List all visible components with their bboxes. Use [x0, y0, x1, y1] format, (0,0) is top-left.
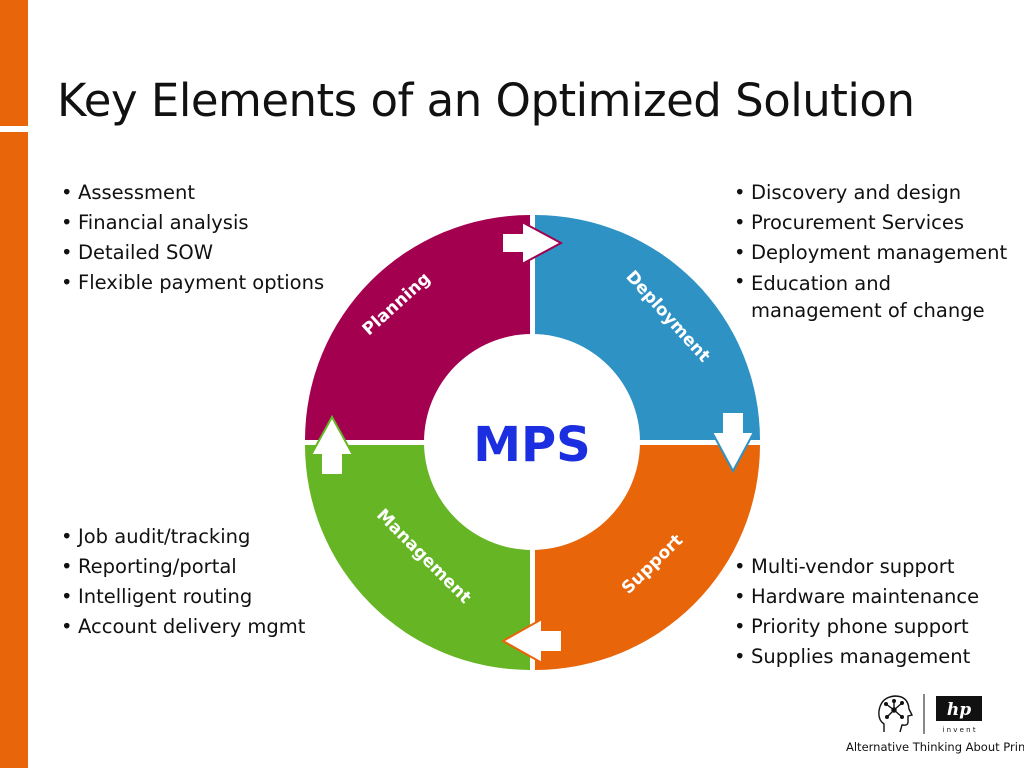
list-item: Discovery and design: [731, 178, 1016, 208]
list-item: Multi-vendor support: [731, 552, 979, 582]
footer-logos: hp i n v e n t: [878, 694, 982, 734]
list-item: Job audit/tracking: [58, 522, 305, 552]
accent-bar-bottom: [0, 132, 28, 768]
list-item: Education and management of change: [731, 268, 1016, 324]
list-item: Procurement Services: [731, 208, 1016, 238]
deployment-bullet-list: Discovery and design Procurement Service…: [731, 178, 1016, 324]
footer-tagline: Alternative Thinking About Printing: [846, 740, 1024, 754]
arrow-left-icon: [500, 617, 563, 665]
list-item: Priority phone support: [731, 612, 979, 642]
list-item: Supplies management: [731, 642, 979, 672]
arrow-down-icon: [710, 411, 756, 474]
list-item: Financial analysis: [58, 208, 324, 238]
list-item: Hardware maintenance: [731, 582, 979, 612]
list-item: Intelligent routing: [58, 582, 305, 612]
accent-bar-top: [0, 0, 28, 126]
slide-title: Key Elements of an Optimized Solution: [57, 74, 915, 127]
planning-bullet-list: Assessment Financial analysis Detailed S…: [58, 178, 324, 298]
list-item: Flexible payment options: [58, 268, 324, 298]
arrow-up-icon: [309, 414, 355, 476]
hp-invent-text: i n v e n t: [942, 726, 975, 734]
list-item: Deployment management: [731, 238, 1016, 268]
thinking-head-icon: [878, 695, 914, 733]
center-circle: [424, 334, 640, 550]
list-item: Assessment: [58, 178, 324, 208]
mps-cycle-diagram: Planning Deployment Support Management M…: [305, 215, 760, 670]
list-item: Detailed SOW: [58, 238, 324, 268]
list-item: Account delivery mgmt: [58, 612, 305, 642]
hp-logo-box: [936, 696, 982, 721]
management-bullet-list: Job audit/tracking Reporting/portal Inte…: [58, 522, 305, 642]
arrow-right-icon: [501, 220, 564, 266]
hp-logo-mark: hp: [947, 700, 971, 720]
list-item: Reporting/portal: [58, 552, 305, 582]
support-bullet-list: Multi-vendor support Hardware maintenanc…: [731, 552, 979, 672]
center-label: MPS: [473, 417, 591, 473]
